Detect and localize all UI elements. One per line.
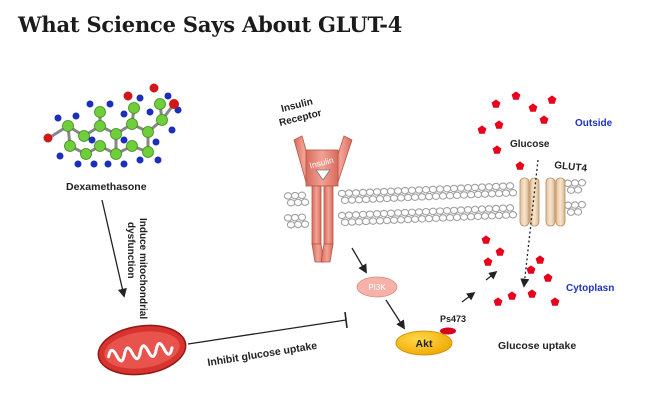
glucose-molecule (515, 161, 525, 170)
induce-label-line2: dysfunction (125, 222, 136, 279)
lipid-head (487, 189, 497, 198)
lipid-head (484, 183, 494, 191)
lipid-head (358, 188, 368, 197)
glucose-molecule (550, 297, 560, 306)
glucose-molecule (527, 289, 537, 298)
lipid-head (393, 187, 403, 195)
cytoplasm-label: Cytoplasn (566, 283, 614, 294)
pi3k-node (356, 276, 398, 298)
dexamethasone-molecule (43, 83, 182, 168)
outside-label: Outside (575, 118, 613, 129)
lipid-head (573, 186, 583, 194)
lipid-head (372, 188, 382, 196)
lipid-head (400, 186, 410, 195)
glucose-molecule (543, 273, 553, 282)
glucose-molecule (493, 297, 503, 306)
glucose-molecule (535, 255, 545, 264)
lipid-head (386, 187, 396, 196)
phospho-marker (440, 327, 456, 335)
glut4-label: GLUT4 (554, 160, 588, 174)
glucose-molecule (507, 291, 517, 300)
glucose-transport-path (520, 159, 539, 288)
lipid-head (300, 198, 310, 206)
lipid-head (297, 191, 307, 200)
glucose-molecules (477, 91, 560, 306)
lipid-head (566, 186, 576, 194)
lipid-head (577, 200, 587, 209)
lipid-head (508, 189, 518, 197)
lipid-head (337, 189, 347, 198)
lipid-head (300, 220, 310, 228)
lipid-head (463, 184, 473, 192)
akt-label: Akt (416, 338, 433, 350)
akt-node (395, 330, 453, 356)
lipid-head (414, 186, 424, 194)
receptor-to-pi3k-arrow (351, 247, 367, 274)
glucose-molecule (492, 145, 502, 154)
glucose-molecule (511, 91, 521, 100)
lipid-head (505, 182, 515, 190)
lipid-head (456, 184, 466, 192)
glucose-molecule (481, 235, 491, 244)
glucose-molecule (528, 103, 538, 112)
cell-membrane (283, 178, 587, 229)
akt-arrow-2 (485, 270, 498, 281)
lipid-head (379, 187, 389, 196)
lipid-head (351, 189, 361, 197)
glucose-label: Glucose (510, 139, 550, 150)
glucose-molecule (526, 265, 536, 274)
lipid-head (365, 188, 375, 196)
page-title: What Science Says About GLUT-4 (18, 12, 403, 37)
lipid-head (573, 208, 583, 216)
inhibit-line (187, 311, 348, 345)
induce-label-line1: Induce mitochondrial (137, 218, 148, 319)
lipid-head (491, 182, 501, 191)
insulin-receptor (293, 135, 353, 263)
ps473-label: Ps473 (440, 314, 466, 324)
lipid-head (570, 179, 580, 187)
glucose-molecule (491, 99, 501, 108)
lipid-head (407, 186, 417, 195)
akt-arrow-1 (461, 291, 476, 303)
lipid-head (508, 211, 518, 219)
lipid-head (577, 178, 587, 187)
lipid-head (477, 183, 487, 191)
glucose-uptake-label: Glucose uptake (498, 340, 576, 352)
lipid-head (494, 189, 504, 198)
lipid-head (421, 185, 431, 194)
lipid-head (435, 185, 445, 193)
lipid-head (505, 204, 515, 212)
pi3k-label: PI3K (368, 283, 386, 292)
glucose-molecule (494, 120, 504, 129)
glucose-molecule (495, 247, 505, 256)
dexamethasone-label: Dexamethasone (66, 181, 147, 193)
glucose-molecule (477, 125, 487, 134)
lipid-head (449, 184, 459, 193)
lipid-head (297, 213, 307, 222)
lipid-head (344, 189, 354, 197)
lipid-head (563, 179, 573, 188)
pi3k-to-akt-arrow (385, 299, 405, 330)
lipid-head (470, 183, 480, 192)
induce-arrow (101, 199, 127, 298)
mitochondrion (97, 324, 187, 376)
glucose-molecule (539, 115, 549, 124)
lipid-head (501, 189, 511, 197)
lipid-head (428, 185, 438, 194)
lipid-head (442, 185, 452, 193)
glucose-molecule (483, 257, 493, 266)
lipid-head (498, 182, 508, 190)
glucose-molecule (547, 95, 557, 104)
inhibit-label: Inhibit glucose uptake (207, 340, 319, 369)
